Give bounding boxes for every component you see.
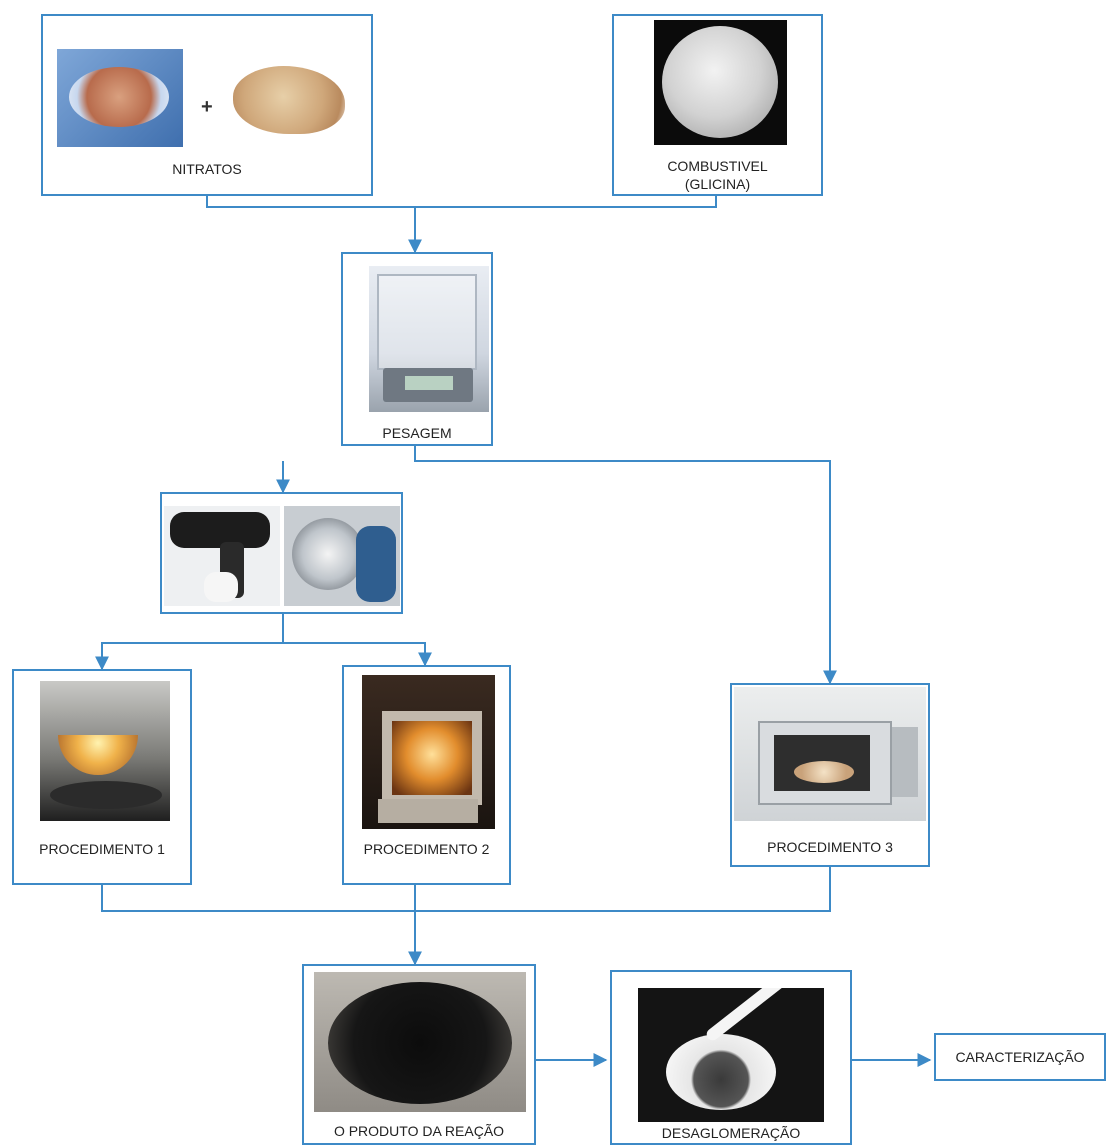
procedimento1-node: PROCEDIMENTO 1 (12, 669, 192, 885)
procedimento2-label: PROCEDIMENTO 2 (363, 841, 490, 857)
desaglomeracao-node: DESAGLOMERAÇÃO (610, 970, 852, 1145)
procedimento3-label: PROCEDIMENTO 3 (767, 839, 893, 855)
connector-bottom-merge (101, 867, 831, 912)
caracterizacao-node: CARACTERIZAÇÃO (934, 1033, 1106, 1081)
microwave-oven-image (734, 687, 926, 821)
pesagem-label: PESAGEM (382, 425, 452, 441)
heating-probe-image (284, 506, 400, 606)
produto-node: O PRODUTO DA REAÇÃO (302, 964, 536, 1145)
procedimento1-label: PROCEDIMENTO 1 (39, 841, 165, 857)
procedimento3-node: PROCEDIMENTO 3 (730, 683, 930, 867)
arrow-to-procedimento3 (414, 446, 837, 685)
heating-node (160, 492, 403, 614)
arrow-to-procedimento1 (95, 614, 284, 671)
combustivel-node: COMBUSTIVEL (GLICINA) (612, 14, 823, 196)
nitrate-crystals-image (223, 52, 353, 147)
desaglomeracao-label: DESAGLOMERAÇÃO (661, 1125, 801, 1141)
glycine-powder-image (654, 20, 787, 145)
open-flame-bowl-image (40, 681, 170, 821)
reaction-product-image (314, 972, 526, 1112)
procedimento2-node: PROCEDIMENTO 2 (342, 665, 511, 885)
analytical-balance-image (369, 266, 489, 412)
nitrate-dish-image (57, 49, 183, 147)
nitratos-node: + NITRATOS (41, 14, 373, 196)
produto-label: O PRODUTO DA REAÇÃO (333, 1123, 505, 1139)
arrow-to-procedimento2 (283, 642, 432, 667)
plus-sign: + (201, 96, 213, 118)
heat-gun-image (164, 506, 280, 606)
nitratos-label: NITRATOS (172, 161, 242, 177)
connector-top-merge (206, 196, 717, 208)
mortar-and-pestle-image (638, 988, 824, 1122)
caracterizacao-label: CARACTERIZAÇÃO (955, 1049, 1085, 1065)
combustivel-label-line2: (GLICINA) (684, 176, 751, 192)
muffle-furnace-image (362, 675, 495, 829)
combustivel-label-line1: COMBUSTIVEL (667, 158, 768, 174)
pesagem-node: PESAGEM (341, 252, 493, 446)
